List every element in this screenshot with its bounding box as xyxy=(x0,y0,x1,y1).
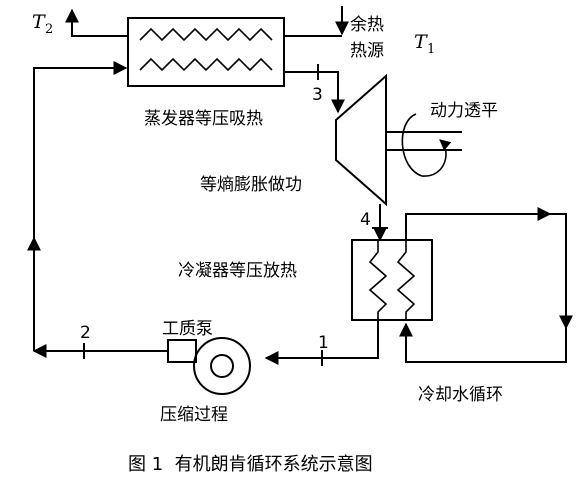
waste-heat-label-2: 热源 xyxy=(350,41,384,61)
condenser-coil-right xyxy=(396,240,416,320)
waste-heat-stream xyxy=(65,6,349,37)
expansion-label: 等熵膨胀做功 xyxy=(200,175,302,195)
state-point-4: 4 xyxy=(360,210,371,230)
pump-impeller xyxy=(210,354,234,378)
t2-subscript: 2 xyxy=(45,22,53,37)
line-left-riser-upper xyxy=(33,61,128,238)
condenser-coil-left xyxy=(368,240,388,320)
line-evaporator-to-turbine xyxy=(284,71,345,114)
pump-label: 工质泵 xyxy=(162,319,213,339)
cooling-return-line xyxy=(399,322,567,363)
cooling-water-label: 冷却水循环 xyxy=(418,385,503,405)
condenser-box xyxy=(351,239,433,321)
power-output-label: 动力透平 xyxy=(430,101,498,121)
condenser-label: 冷凝器等压放热 xyxy=(178,261,297,281)
pump-outlet xyxy=(167,339,197,363)
waste-heat-label-1: 余热 xyxy=(350,15,384,35)
cooling-out-line xyxy=(405,207,552,240)
evaporator-box xyxy=(127,17,285,87)
evaporator-coil-lower xyxy=(139,57,273,72)
line-condenser-to-pump xyxy=(264,320,379,365)
rotation-arrow-icon xyxy=(401,113,452,177)
figure-caption: 图 1 有机朗肯循环系统示意图 xyxy=(128,454,373,475)
evaporator xyxy=(127,17,285,87)
evaporator-coil-upper xyxy=(139,27,273,42)
cooling-water-loop xyxy=(399,207,573,363)
condenser xyxy=(351,239,433,321)
state-point-1: 1 xyxy=(318,333,329,353)
state-point-3: 3 xyxy=(312,85,323,105)
compression-label: 压缩过程 xyxy=(160,405,228,425)
cooling-right-line xyxy=(550,213,573,330)
turbine-body xyxy=(335,73,387,207)
evaporator-label: 蒸发器等压吸热 xyxy=(144,109,263,129)
t1-subscript: 1 xyxy=(427,42,435,57)
state-point-2: 2 xyxy=(80,323,91,343)
t1-symbol: T xyxy=(414,31,428,53)
pump-casing xyxy=(193,337,251,395)
pump xyxy=(167,337,251,395)
t2-symbol: T xyxy=(32,11,46,33)
waste-heat-outlet-line xyxy=(65,8,128,37)
turbine xyxy=(335,73,462,207)
